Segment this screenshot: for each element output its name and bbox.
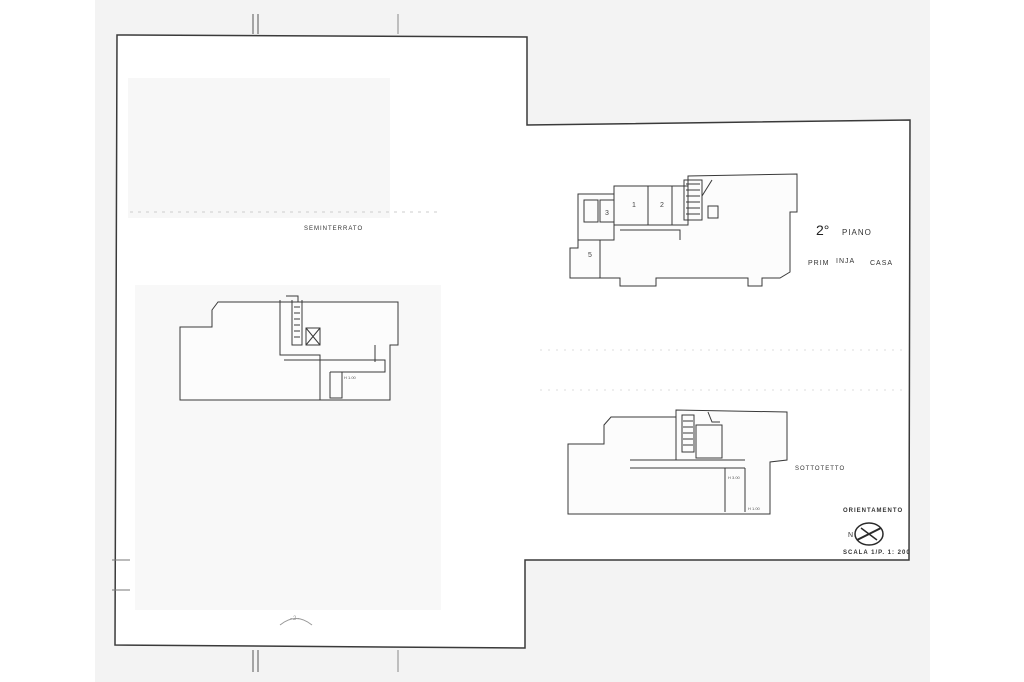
- room-number: 2: [660, 202, 664, 209]
- plan-seminterrato: [179, 295, 399, 401]
- label-sottotetto: SOTTOTETTO: [795, 466, 846, 472]
- label-casa-mid: INJA: [836, 258, 856, 265]
- height-marker: H 1.00: [344, 375, 356, 380]
- label-seminterrato: SEMINTERRATO: [304, 226, 364, 232]
- label-piano-number: 2°: [816, 222, 830, 238]
- label-scala: SCALA 1/P. 1: 200: [843, 550, 911, 556]
- plan-secondo-piano: [569, 173, 798, 287]
- room-number: 5: [588, 252, 592, 259]
- label-north: N: [848, 532, 855, 539]
- plan-sottotetto: [567, 409, 788, 515]
- height-marker: H 1.00: [748, 506, 760, 511]
- washed-area-left: [128, 78, 390, 218]
- label-piano-word: PIANO: [842, 228, 872, 237]
- faint-mark: [279, 618, 313, 626]
- label-prima: PRIM: [808, 260, 830, 267]
- room-number: 3: [605, 210, 609, 217]
- label-casa: CASA: [870, 260, 894, 267]
- bottom-mark: -2-: [290, 616, 301, 622]
- compass: [854, 522, 884, 546]
- room-number: 1: [632, 202, 636, 209]
- label-orientamento: ORIENTAMENTO: [843, 508, 904, 514]
- height-marker: H 3.00: [728, 475, 740, 480]
